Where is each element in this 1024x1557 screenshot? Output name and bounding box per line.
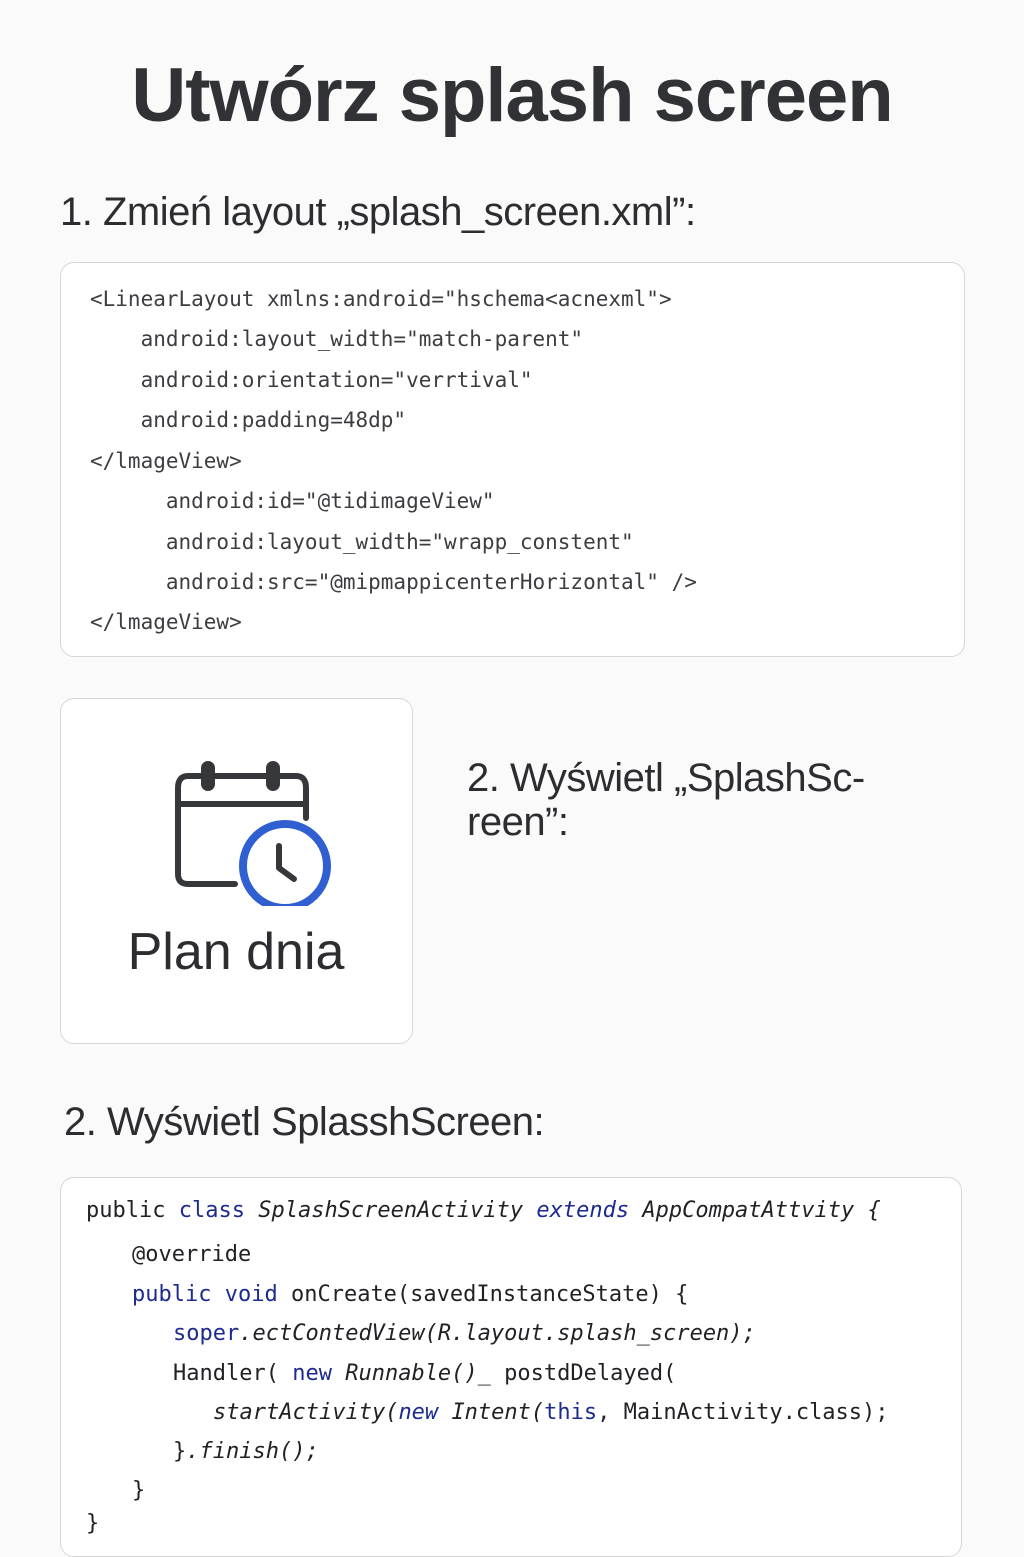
code-line: startActivity(new Intent(this, MainActiv… bbox=[213, 1400, 889, 1425]
app-name-label: Plan dnia bbox=[127, 923, 345, 981]
code-line: </lmageView> bbox=[90, 449, 242, 473]
code-line: soper.ectContedView(R.layout.splash_scre… bbox=[173, 1321, 756, 1346]
code-line: android:layout_width="match-parent" bbox=[90, 327, 584, 351]
heading-line: reen”: bbox=[467, 800, 569, 844]
code-token: extends bbox=[536, 1198, 630, 1223]
code-line: @override bbox=[132, 1242, 252, 1267]
code-token: new bbox=[398, 1400, 439, 1425]
code-line: android:layout_width="wrapp_constent" bbox=[90, 530, 634, 554]
splash-preview-card bbox=[60, 698, 413, 1044]
code-token: .ectContedView(R.layout.splash_screen); bbox=[239, 1321, 756, 1346]
code-line: android:id="@tidimageView" bbox=[90, 489, 495, 513]
code-token: .finish(); bbox=[186, 1439, 319, 1464]
code-token: AppCompatAttvity { bbox=[642, 1198, 881, 1223]
code-line: public void onCreate(savedInstanceState)… bbox=[132, 1282, 688, 1307]
code-line: }.finish(); bbox=[173, 1439, 319, 1464]
step2-side-heading: 2. Wyświetl „SplashSc- reen”: bbox=[467, 756, 865, 844]
step2-heading: 2. Wyświetl SplasshScreen: bbox=[64, 1100, 545, 1144]
code-token: public bbox=[132, 1282, 212, 1307]
code-token: public bbox=[86, 1198, 166, 1223]
code-token: Intent( bbox=[451, 1400, 545, 1425]
heading-line: 2. Wyświetl „SplashSc- bbox=[467, 756, 865, 800]
code-line: <LinearLayout xmlns:android="hschema<acn… bbox=[90, 287, 672, 311]
code-token: } bbox=[173, 1439, 187, 1464]
code-token: SplashScreenActivity bbox=[258, 1198, 524, 1223]
code-token: new bbox=[292, 1361, 332, 1386]
code-token: soper bbox=[173, 1321, 240, 1346]
code-line: Handler( new Runnable()_ postdDelayed( bbox=[173, 1361, 676, 1386]
code-token: Runnable() bbox=[345, 1361, 478, 1386]
code-line: public class SplashScreenActivity extend… bbox=[86, 1198, 881, 1223]
calendar-clock-icon bbox=[170, 756, 340, 912]
code-line: </lmageView> bbox=[90, 610, 242, 634]
code-line: android:padding=48dp" bbox=[90, 408, 407, 432]
xml-code-block: <LinearLayout xmlns:android="hschema<acn… bbox=[60, 262, 965, 657]
code-token: , MainActivity.class); bbox=[597, 1400, 889, 1425]
code-token: startActivity( bbox=[213, 1400, 399, 1425]
code-token: this bbox=[544, 1400, 598, 1425]
code-token: onCreate(savedInstanceState) { bbox=[290, 1282, 689, 1307]
java-code-block: public class SplashScreenActivity extend… bbox=[60, 1177, 962, 1557]
code-token: Handler( bbox=[173, 1361, 293, 1386]
code-line: } bbox=[86, 1511, 100, 1536]
code-line: android:src="@mipmappicenterHorizontal" … bbox=[90, 570, 697, 594]
code-token: void bbox=[224, 1282, 278, 1307]
code-line: android:orientation="verrtival" bbox=[90, 368, 533, 392]
code-token: _ postdDelayed( bbox=[477, 1361, 677, 1386]
page-title: Utwórz splash screen bbox=[131, 53, 893, 138]
code-line: } bbox=[132, 1478, 146, 1503]
step1-heading: 1. Zmień layout „splash_screen.xml”: bbox=[60, 190, 696, 234]
code-token: class bbox=[178, 1198, 245, 1223]
